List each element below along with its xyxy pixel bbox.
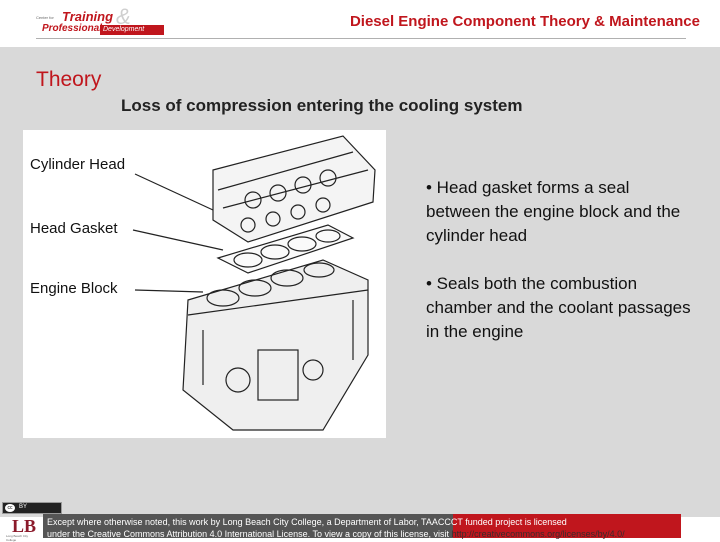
license-banner-dark [43, 514, 453, 538]
logo-training-text: Training [62, 9, 114, 24]
logo-professional-text: Professional [42, 23, 103, 34]
slide-subtitle: Loss of compression entering the cooling… [121, 96, 523, 115]
engine-exploded-diagram: Cylinder Head Head Gasket Engine Block [23, 130, 386, 438]
bullet-list: • Head gasket forms a seal between the e… [426, 176, 696, 368]
figure-label-engine-block: Engine Block [30, 280, 118, 297]
training-logo: Center for Training & Professional Devel… [36, 4, 166, 38]
header-divider [36, 38, 686, 39]
cc-by-badge[interactable]: cc BY [2, 502, 62, 514]
head-gasket-shape [216, 224, 355, 274]
header: Center for Training & Professional Devel… [0, 0, 720, 47]
bullet-item: • Seals both the combustion chamber and … [426, 274, 691, 341]
figure-label-head-gasket: Head Gasket [30, 220, 118, 237]
figure-label-cylinder-head: Cylinder Head [30, 156, 126, 173]
license-line-2: under the Creative Commons Attribution 4… [47, 529, 450, 539]
bullet-item: • Head gasket forms a seal between the e… [426, 178, 681, 245]
leader-line-cylinder-head [134, 173, 214, 211]
lbcc-mark: LB [12, 516, 37, 536]
section-title: Theory [36, 68, 102, 91]
leader-line-engine-block [134, 289, 204, 293]
by-label: BY [19, 504, 28, 510]
logo-small-text: Center for [36, 15, 54, 20]
logo-ampersand: & [116, 4, 131, 29]
engine-block-shape [182, 259, 369, 431]
engine-drawing [132, 135, 376, 431]
footer: cc BY LB Long Beach City College Except … [0, 500, 720, 542]
logo-development-text: Development [100, 25, 164, 35]
header-title: Diesel Engine Component Theory & Mainten… [349, 13, 700, 30]
cc-icon: cc [5, 504, 15, 512]
license-line-1: Except where otherwise noted, this work … [47, 517, 567, 527]
license-banner [43, 514, 681, 538]
cylinder-head-shape [212, 135, 376, 243]
lbcc-caption: Long Beach City College [6, 534, 29, 542]
lbcc-logo: LB Long Beach City College [6, 516, 37, 542]
license-link[interactable]: http://creativecommons.org/licenses/by/4… [451, 529, 625, 539]
license-text: Except where otherwise noted, this work … [47, 516, 687, 540]
leader-line-head-gasket [132, 229, 224, 251]
